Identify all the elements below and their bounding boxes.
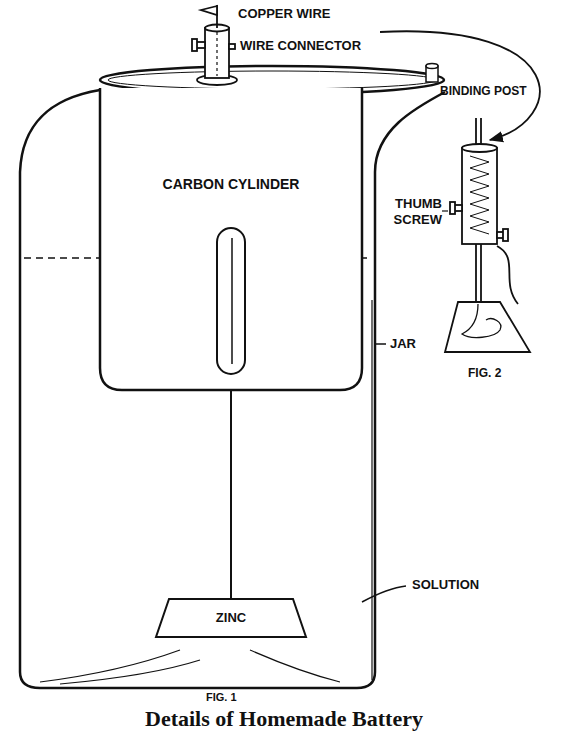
lid-rim [108, 71, 436, 89]
part-label: WIRE CONNECTOR [240, 38, 361, 54]
figure-caption: Details of Homemade Battery [0, 706, 568, 732]
leader-line [442, 210, 448, 211]
copper-wire [201, 5, 217, 28]
carbon-cylinder-outline [100, 88, 362, 390]
cylinder-slot [231, 238, 233, 364]
part-label: THUMB SCREW [384, 196, 442, 227]
part-label: SOLUTION [412, 577, 479, 593]
part-label: BINDING POST [440, 84, 527, 98]
binding-post [426, 64, 438, 83]
cylinder-outline [100, 88, 362, 390]
carbon-cylinder: CARBON CYLINDER [100, 88, 362, 390]
figure-number: FIG. 2 [468, 366, 501, 380]
part-label: COPPER WIRE [238, 6, 330, 22]
part-label: ZINC [155, 610, 307, 626]
leader-line [362, 586, 406, 602]
cylinder-slot [217, 228, 245, 374]
trapezoid-outline [156, 599, 306, 637]
part-label: JAR [390, 336, 416, 352]
pointer-arrow [380, 31, 540, 140]
zinc-plate: ZINC [155, 598, 307, 638]
figure-number: FIG. 1 [206, 691, 237, 704]
hanging-wire [230, 390, 232, 598]
part-label: CARBON CYLINDER [156, 176, 306, 193]
leader-line [376, 343, 386, 345]
fig2-connector [445, 118, 530, 352]
wire-connector [192, 25, 237, 86]
